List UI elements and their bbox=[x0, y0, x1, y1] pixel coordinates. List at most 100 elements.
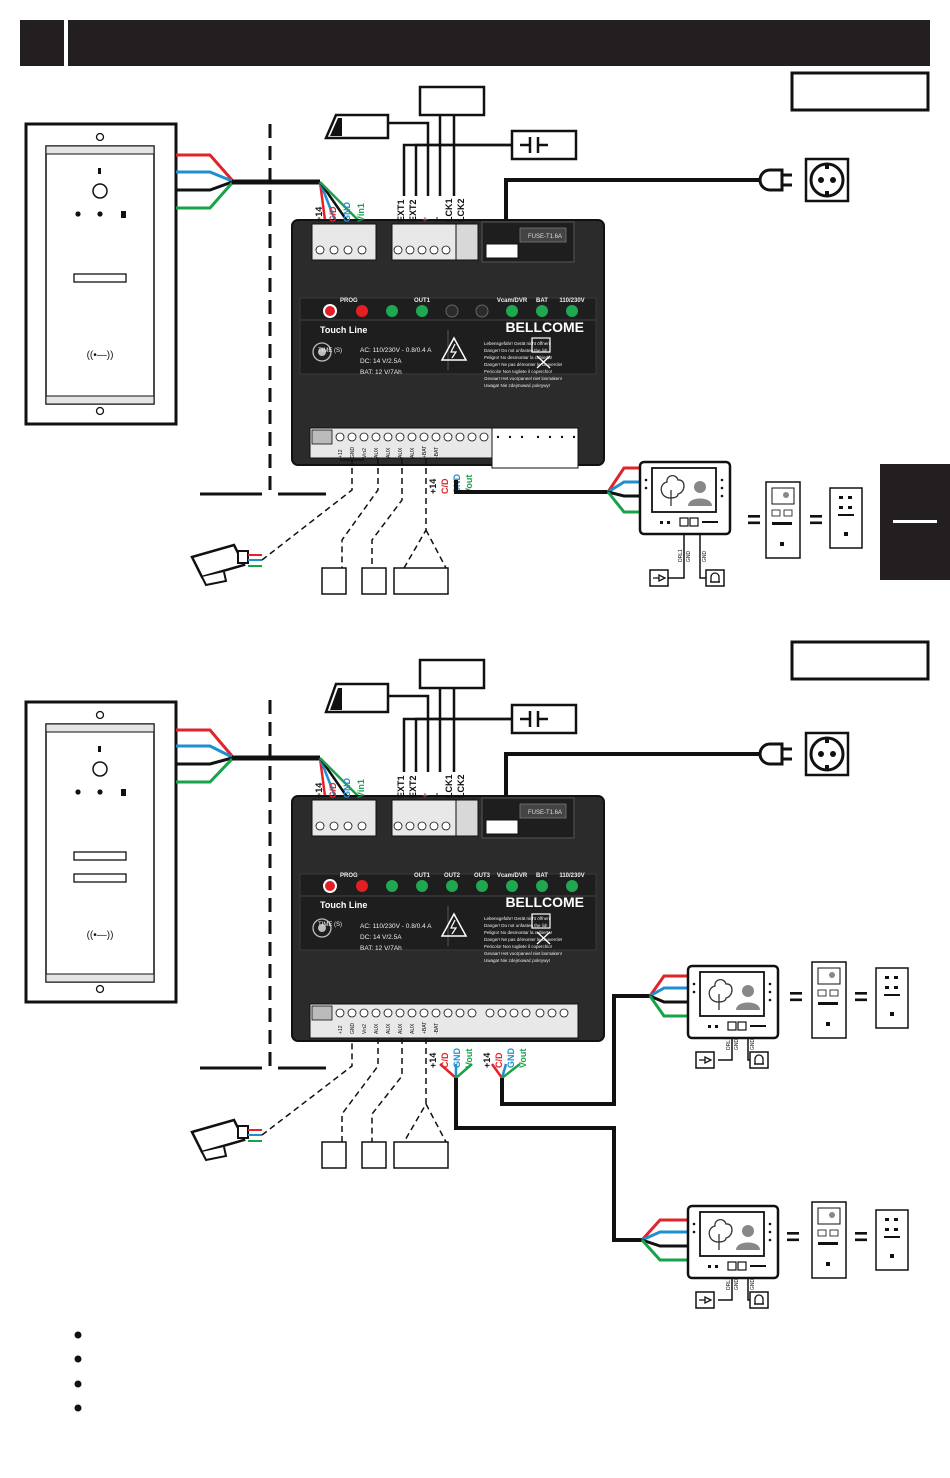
warning-5: Pericolo! Non togliete il coperchio! bbox=[484, 369, 552, 374]
led-label-out1: OUT1 bbox=[414, 298, 431, 304]
term2-top-2: C/D bbox=[328, 782, 338, 798]
out2b-1: +14 bbox=[482, 1053, 492, 1068]
power-plug-2 bbox=[758, 731, 850, 777]
spec2-dc: DC: 14 V/2.5A bbox=[360, 934, 402, 941]
mon1-label-gnd1: GND bbox=[686, 551, 692, 563]
equals-5: = bbox=[786, 1224, 800, 1251]
wire-red bbox=[176, 153, 234, 181]
time-label: TIME (S) bbox=[318, 348, 342, 354]
device-lock bbox=[418, 85, 486, 117]
prog-led bbox=[323, 304, 337, 318]
power-plug bbox=[758, 157, 850, 203]
call-button-icon-2a bbox=[695, 1051, 715, 1069]
led-label-bat: BAT bbox=[536, 298, 548, 304]
brand-label-2: BELLCOME bbox=[505, 894, 584, 910]
out2a-4: Vout bbox=[464, 1049, 474, 1068]
bterm-2: GND bbox=[350, 447, 356, 459]
bullet-list bbox=[74, 1331, 82, 1412]
out2a-3: GND bbox=[452, 1048, 462, 1069]
bterm-1: +12 bbox=[338, 449, 344, 458]
call-button-icon-2b bbox=[695, 1291, 715, 1309]
diagram-2: ((•—)) +14 C/D GND Vin1 EXT1 EXT2 + − L bbox=[24, 658, 909, 1309]
brand-label: BELLCOME bbox=[505, 319, 584, 335]
aux2-device-2 bbox=[361, 1141, 387, 1169]
warning2-3: Peligro! No desmontar la cubierta! bbox=[484, 930, 552, 935]
term-top-2: C/D bbox=[328, 206, 338, 222]
equals-4: = bbox=[854, 984, 868, 1011]
time-label-2: TIME (S) bbox=[318, 922, 342, 928]
monitor-1 bbox=[638, 460, 732, 536]
svg-text:((•—)): ((•—)) bbox=[87, 930, 114, 941]
alt-handset-1 bbox=[829, 487, 863, 549]
term-ext1: EXT1 bbox=[396, 199, 406, 222]
aux2-device-3 bbox=[393, 1141, 449, 1169]
bterm-8: +BAT bbox=[422, 446, 428, 458]
doorbell-icon-2a bbox=[749, 1051, 769, 1069]
door-panel-2: ((•—)) bbox=[24, 700, 178, 1004]
term2-ext2: EXT2 bbox=[408, 775, 418, 798]
b2term-1: +12 bbox=[338, 1025, 344, 1034]
term-top-3: GND bbox=[342, 202, 352, 223]
monitor-cable-b bbox=[500, 994, 650, 1106]
led2-label-out3: OUT3 bbox=[474, 873, 491, 879]
warning-6: Gevaar! Het voorpaneel niet losmaken! bbox=[484, 376, 562, 381]
mon1-label-gnd2: GND bbox=[702, 551, 708, 563]
diagram1-label-box bbox=[790, 71, 930, 112]
aux-device-1 bbox=[321, 567, 347, 595]
out-term-4: Vout bbox=[464, 475, 474, 494]
term2-top-3: GND bbox=[342, 778, 352, 799]
led-label-vcam: Vcam/DVR bbox=[497, 298, 528, 304]
series-label-2: Touch Line bbox=[320, 900, 367, 910]
aux2-device-1 bbox=[321, 1141, 347, 1169]
bterm-9: -BAT bbox=[434, 447, 440, 458]
spec-bat: BAT: 12 V/7Ah bbox=[360, 369, 402, 376]
top-terminal-block bbox=[311, 221, 575, 263]
led-vcam bbox=[506, 305, 518, 317]
term2-plus: + bbox=[420, 793, 430, 798]
led-red bbox=[356, 305, 368, 317]
equals-3: = bbox=[789, 984, 803, 1011]
header-divider bbox=[64, 20, 68, 66]
bterm-6: AUX bbox=[398, 447, 404, 458]
bterm-4: AUX bbox=[374, 447, 380, 458]
mon2a-label-gnd2: GND bbox=[750, 1039, 756, 1051]
led-out1 bbox=[416, 305, 428, 317]
warning2-6: Gevaar! Het voorpaneel niet losmaken! bbox=[484, 951, 562, 956]
equals-1: = bbox=[747, 507, 761, 534]
fuse-label: FUSE-T1.6A bbox=[528, 234, 562, 240]
bullet-2 bbox=[74, 1355, 82, 1363]
term2-minus: − bbox=[432, 793, 442, 798]
led2-label-out2: OUT2 bbox=[444, 873, 461, 879]
bullet-3 bbox=[74, 1380, 82, 1388]
device-exit-button bbox=[510, 129, 578, 161]
warning-7: Uwaga! Nie zdejmować pokrywy! bbox=[484, 383, 550, 388]
mon2a-label-drl: DRL1 bbox=[726, 1037, 732, 1050]
b2term-6: AUX bbox=[398, 1023, 404, 1034]
spec-dc: DC: 14 V/2.5A bbox=[360, 358, 402, 365]
term-lck2: LCK2 bbox=[456, 198, 466, 222]
monitor-cable-a bbox=[454, 1078, 642, 1242]
spec-ac: AC: 110/230V - 0.8/0.4 A bbox=[360, 347, 432, 354]
bterm-3: Vin2 bbox=[362, 448, 368, 458]
prog-label: PROG bbox=[340, 298, 358, 304]
spec2-ac: AC: 110/230V - 0.8/0.4 A bbox=[360, 923, 432, 930]
term2-top-1: +14 bbox=[314, 783, 324, 798]
wire-blue bbox=[176, 170, 233, 183]
monitor-cable bbox=[454, 480, 608, 494]
b2term-2: GND bbox=[350, 1023, 356, 1035]
led-mains bbox=[566, 305, 578, 317]
out-term-2: C/D bbox=[440, 478, 450, 494]
header-bar bbox=[20, 20, 930, 66]
monitor-2b bbox=[686, 1204, 780, 1280]
diagram-1: ((•—)) +14 C/D G bbox=[24, 85, 863, 595]
warning2-7: Uwaga! Nie zdejmować pokrywy! bbox=[484, 958, 550, 963]
bullet-4 bbox=[74, 1404, 82, 1412]
warning-2: Danger! Do not unfasten the lid! bbox=[484, 348, 548, 353]
led2-label-out1: OUT1 bbox=[414, 873, 431, 879]
led-row bbox=[323, 304, 578, 318]
term2-lck2: LCK2 bbox=[456, 774, 466, 798]
warning-4: Danger! Ne pas démonter le couvercle! bbox=[484, 362, 562, 367]
b2term-3: Vin2 bbox=[362, 1024, 368, 1034]
aux-device-3 bbox=[393, 567, 449, 595]
mon2b-label-gnd2: GND bbox=[750, 1279, 756, 1291]
